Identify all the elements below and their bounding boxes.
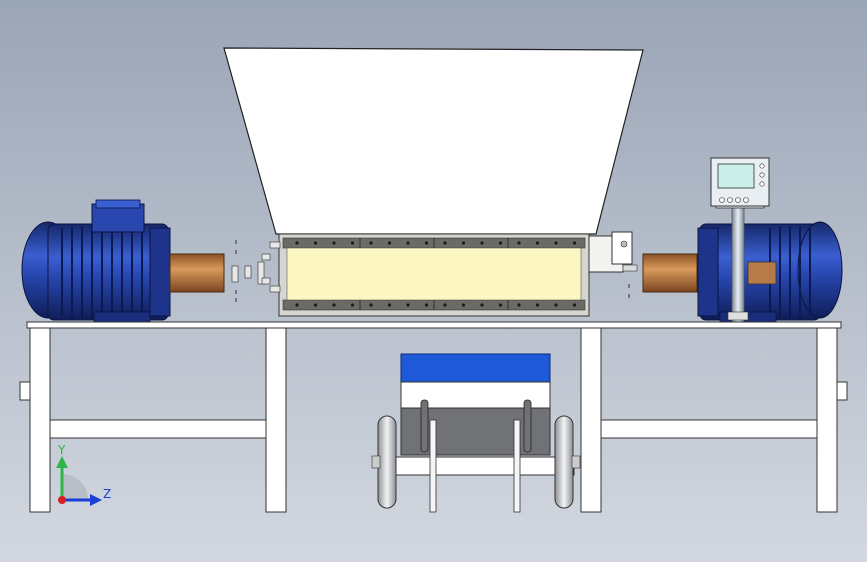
cart-wheel-right bbox=[554, 415, 574, 509]
chamber-bolt bbox=[387, 303, 392, 307]
chamber-bolt bbox=[517, 303, 521, 307]
chamber-bolt bbox=[424, 241, 429, 245]
control-panel bbox=[710, 157, 770, 323]
collection-cart bbox=[371, 353, 581, 513]
motor-right bbox=[697, 221, 843, 323]
chamber-bolt bbox=[387, 241, 392, 245]
chamber-bolt bbox=[498, 241, 503, 245]
chamber-bolt bbox=[554, 303, 558, 307]
control-panel-screen bbox=[717, 163, 755, 189]
chamber-bolt bbox=[480, 303, 484, 307]
dash-marks bbox=[235, 240, 630, 302]
chamber-bolt bbox=[461, 241, 466, 245]
chamber-bolt bbox=[295, 241, 299, 245]
motor-left bbox=[21, 199, 171, 323]
chamber-bolt bbox=[350, 241, 355, 245]
chamber-bolt bbox=[369, 241, 373, 245]
hopper bbox=[223, 47, 644, 235]
chamber-bolt bbox=[572, 241, 577, 245]
support-frame bbox=[19, 321, 848, 513]
shredder-chamber-window bbox=[286, 247, 582, 301]
chamber-bolt bbox=[517, 241, 521, 245]
chamber-bolt bbox=[554, 241, 558, 245]
bearing-housing-right bbox=[588, 231, 638, 273]
chamber-bolt bbox=[424, 303, 429, 307]
chamber-bolt bbox=[295, 303, 299, 307]
chamber-bolt bbox=[443, 303, 447, 307]
chamber-bolt bbox=[313, 303, 318, 307]
chamber-bolt bbox=[461, 303, 466, 307]
chamber-bolt bbox=[350, 303, 355, 307]
shaft-fasteners-left bbox=[231, 241, 281, 293]
chamber-bolt bbox=[406, 241, 410, 245]
chamber-bolt bbox=[535, 303, 540, 307]
chamber-bolt bbox=[480, 241, 484, 245]
chamber-bolt bbox=[572, 303, 577, 307]
chamber-bolt bbox=[313, 241, 318, 245]
axis-y-label: Y bbox=[57, 443, 66, 457]
chamber-bolt bbox=[406, 303, 410, 307]
coupling-left bbox=[169, 253, 225, 293]
coupling-right bbox=[642, 253, 698, 293]
axis-z-label: Z bbox=[103, 487, 111, 501]
cutting-chamber bbox=[278, 233, 590, 317]
chamber-bolt bbox=[332, 303, 336, 307]
axis-triad: Y Z bbox=[56, 443, 111, 506]
chamber-bolt bbox=[443, 241, 447, 245]
chamber-bolt bbox=[498, 303, 503, 307]
chamber-bolt bbox=[369, 303, 373, 307]
cart-wheel-left bbox=[377, 415, 397, 509]
chamber-bolt bbox=[535, 241, 540, 245]
chamber-bolt bbox=[332, 241, 336, 245]
